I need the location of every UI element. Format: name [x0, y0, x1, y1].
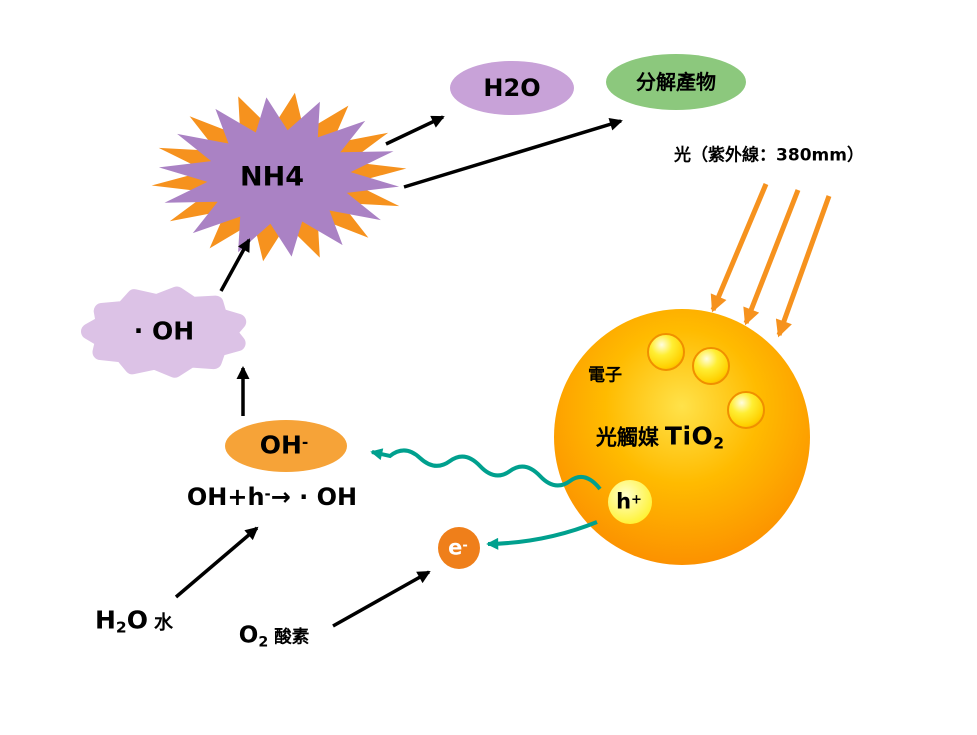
- charge-transfer-arrows: [370, 448, 602, 550]
- oh-minus-bubble: [225, 420, 347, 472]
- water-h-text: H: [94, 605, 116, 635]
- uv-light-label: 光（紫外線：380mm）: [674, 145, 864, 166]
- reaction-equation-label: OH+h-→ · OH: [187, 485, 357, 509]
- hole-label: h+: [616, 489, 642, 514]
- oh-minus-base-text: OH: [259, 430, 302, 460]
- electron-base-text: e: [448, 535, 463, 560]
- oh-minus-superscript: -: [301, 433, 309, 451]
- hole-to-oh-wavy-arrow: [370, 448, 602, 491]
- oh-radical-cloud: [81, 286, 247, 378]
- photocatalyst-cn-text: 光觸媒: [595, 425, 659, 450]
- uv-light-arrows: [710, 183, 832, 338]
- nh4-starburst-purple: [158, 97, 400, 257]
- tio2-formula-subscript: 2: [713, 434, 725, 453]
- hole-superscript: +: [631, 492, 642, 508]
- electron-balls: [647, 333, 765, 429]
- h2o-bubble: [450, 61, 574, 115]
- oh-minus-label: OH-: [260, 433, 309, 458]
- reaction-superscript: -: [264, 484, 271, 503]
- hole-base-text: h: [616, 489, 632, 514]
- nh4-label: NH4: [240, 161, 304, 193]
- process-arrows: [174, 115, 623, 628]
- h2o-product-label: H2O: [483, 74, 541, 102]
- oxygen-cn-text: 酸素: [274, 627, 310, 648]
- water-o-text: O: [126, 605, 148, 635]
- oh-radical-label: · OH: [133, 316, 195, 346]
- reaction-left-text: OH+h: [186, 483, 265, 511]
- water-subscript: 2: [115, 618, 127, 637]
- free-electron-label: e-: [448, 535, 468, 560]
- products-bubble: [606, 54, 746, 110]
- hole-circle: [608, 480, 652, 524]
- oxygen-subscript: 2: [258, 634, 269, 651]
- electron-superscript: -: [462, 538, 468, 554]
- free-electron-circle: [438, 527, 480, 569]
- water-cn-text: 水: [153, 611, 174, 634]
- decomposition-products-label: 分解產物: [636, 70, 716, 94]
- sphere-to-electron-arrow: [486, 520, 598, 550]
- oxygen-label: O2 酸素: [238, 622, 310, 651]
- tio2-formula-text: TiO: [664, 421, 714, 451]
- oxygen-o-text: O: [238, 622, 259, 649]
- reaction-right-text: → · OH: [270, 483, 358, 511]
- electron-zone-label: 電子: [588, 365, 622, 386]
